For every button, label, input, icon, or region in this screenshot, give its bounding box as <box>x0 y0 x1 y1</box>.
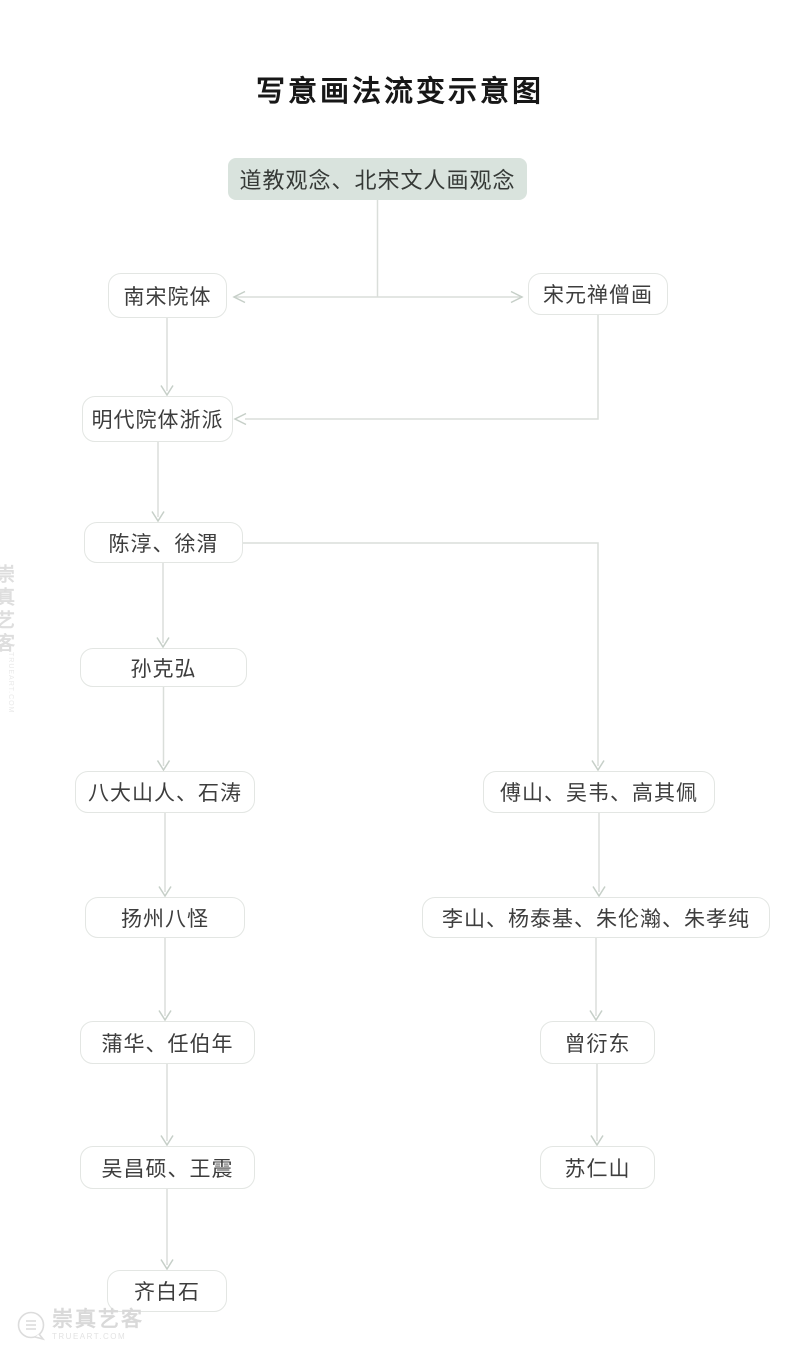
watermark-vertical-text: 崇真艺客 <box>0 564 14 656</box>
arrow-to-qibaishi <box>160 1259 174 1271</box>
arrow-to-puhua <box>158 1010 172 1022</box>
edge-songyuan-mingdai <box>245 315 599 420</box>
node-ming-academy-zhe-school: 明代院体浙派 <box>82 396 233 442</box>
arrow-to-chenchun <box>151 511 165 523</box>
arrow-to-yangzhou <box>158 886 172 898</box>
arrow-to-mingdai-right <box>233 412 247 426</box>
watermark-en-text: TRUEART.COM <box>52 1332 127 1341</box>
node-sun-kehong: 孙克弘 <box>80 648 247 687</box>
arrow-to-mingdai-top <box>160 385 174 397</box>
arrow-to-sunkehong <box>156 637 170 649</box>
arrow-to-fushan <box>591 760 605 772</box>
arrow-to-wuchangshuo <box>160 1135 174 1147</box>
node-southern-song-academy: 南宋院体 <box>108 273 227 318</box>
arrow-to-bada <box>156 760 171 772</box>
node-pu-hua-ren-bonian: 蒲华、任伯年 <box>80 1021 255 1064</box>
node-bada-shanren-shitao: 八大山人、石涛 <box>75 771 255 813</box>
node-fu-shan-wu-wei-gao-qipei: 傅山、吴韦、高其佩 <box>483 771 715 813</box>
edge-chenchun-fushan <box>243 542 599 766</box>
arrow-to-nansong <box>232 290 246 304</box>
node-song-yuan-chan-monk-painting: 宋元禅僧画 <box>528 273 668 315</box>
watermark-cn-text: 崇真艺客 <box>52 1307 144 1331</box>
arrow-to-songyuan <box>510 290 524 304</box>
watermark-vertical-url: TRUEART.COM <box>7 652 14 714</box>
node-li-shan-group: 李山、杨泰基、朱伦瀚、朱孝纯 <box>422 897 770 938</box>
node-zeng-yandong: 曾衍东 <box>540 1021 655 1064</box>
node-yangzhou-eight-eccentrics: 扬州八怪 <box>85 897 245 938</box>
arrow-to-surenshan <box>590 1135 604 1147</box>
page-title: 写意画法流变示意图 <box>255 76 544 108</box>
trueart-bubble-icon <box>17 1311 46 1341</box>
node-daoist-concepts: 道教观念、北宋文人画观念 <box>228 158 527 200</box>
watermark-logo: 崇真艺客 TRUEART.COM <box>16 1308 144 1342</box>
arrow-to-lishan <box>592 886 606 898</box>
node-wu-changshuo-wang-zhen: 吴昌硕、王震 <box>80 1146 255 1189</box>
node-chen-chun-xu-wei: 陈淳、徐渭 <box>84 522 243 563</box>
watermark-text-block: 崇真艺客 TRUEART.COM <box>52 1307 144 1342</box>
node-su-renshan: 苏仁山 <box>540 1146 655 1189</box>
arrow-to-zengyandong <box>589 1010 603 1022</box>
node-qi-baishi: 齐白石 <box>107 1270 227 1312</box>
